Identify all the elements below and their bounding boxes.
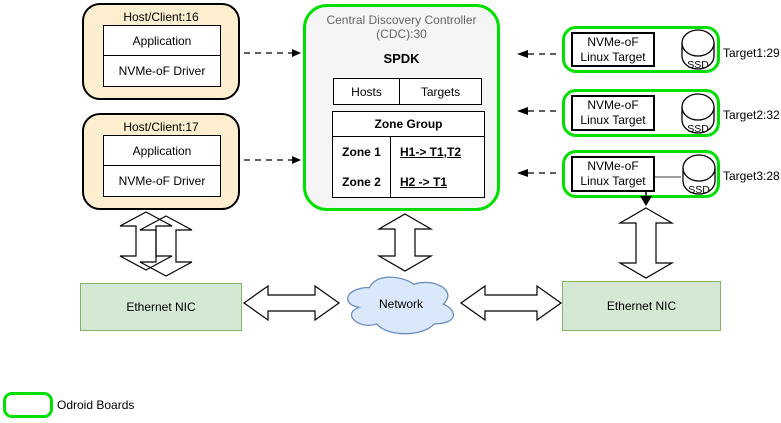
dashed-arrow-target3-to-cdc [517,169,556,177]
zone-1-mapping: H1-> T1,T2 [400,145,462,159]
ssd-disk-icon: SSD [682,154,716,196]
application-cell: Application [104,26,220,56]
target-label-line2: Linux Target [580,49,646,64]
zone-group-header: Zone Group [333,112,484,137]
target-label-line2: Linux Target [580,113,646,127]
nvme-of-driver-cell: NVMe-oF Driver [118,174,206,188]
host-client-17-box: Host/Client:17 Application NVMe-oF Drive… [82,113,240,210]
network-cloud: Network [347,276,454,335]
hosts-targets-table: Hosts Targets [333,78,482,105]
double-arrow-target-nic [617,207,675,279]
zone-mapping-column: H1-> T1,T2 H2 -> T1 [391,137,484,197]
target-label-line1: NVMe-oF [587,98,639,112]
target3-down-arrowhead [640,192,652,206]
double-arrow-leftnic-network [242,284,341,322]
ssd-disk-icon: SSD [681,29,715,71]
zone-group-body: Zone 1 Zone 2 H1-> T1,T2 H2 -> T1 [333,137,484,197]
legend-odroid-label: Odroid Boards [57,398,135,412]
nvme-to-ssd-connector [655,176,681,178]
zone-group-table: Zone Group Zone 1 Zone 2 H1-> T1,T2 H2 -… [332,111,485,198]
cdc-title: Central Discovery Controller (CDC):30 [306,13,497,41]
ethernet-nic-right: Ethernet NIC [562,281,721,331]
dashed-arrow-target2-to-cdc [517,107,556,115]
zone-name-column: Zone 1 Zone 2 [333,137,391,197]
ssd-label: SSD [687,59,709,71]
target-1-box: NVMe-oF Linux Target SSD [562,26,720,73]
target-1-external-label: Target1:29 [723,46,780,60]
target-label-line1: NVMe-oF [587,34,639,49]
dashed-arrow-host16-to-cdc [244,49,301,57]
target-2-external-label: Target2:32 [723,108,780,122]
target-3-nvme-box: NVMe-oF Linux Target [571,156,655,192]
application-cell: Application [104,136,220,166]
ssd-label: SSD [688,184,710,196]
cdc-box: Central Discovery Controller (CDC):30 SP… [303,4,500,211]
host-client-16-box: Host/Client:16 Application NVMe-oF Drive… [82,3,240,100]
double-arrow-network-rightnic [459,284,563,322]
ssd-label: SSD [687,123,709,135]
dashed-arrow-target1-to-cdc [517,50,556,58]
host-client-17-title: Host/Client:17 [123,120,199,134]
target-1-nvme-box: NVMe-oF Linux Target [571,32,655,67]
ssd-disk-icon: SSD [681,93,715,135]
target-2-nvme-box: NVMe-oF Linux Target [571,95,655,131]
hosts-column-header: Hosts [334,79,400,104]
cdc-title-line1: Central Discovery Controller [326,13,477,27]
targets-column-header: Targets [420,84,461,99]
nvme-of-driver-cell: NVMe-oF Driver [118,64,206,78]
host-client-17-stack: Application NVMe-oF Driver [103,135,221,197]
host-client-16-stack: Application NVMe-oF Driver [103,25,221,87]
zone-1-label: Zone 1 [342,145,381,159]
target-3-box: NVMe-oF Linux Target SSD [562,150,720,198]
target-label-line2: Linux Target [580,174,646,188]
cdc-title-line2: (CDC):30 [376,27,427,41]
legend-odroid-swatch [3,392,53,418]
double-arrow-cdc-network [376,213,434,272]
target-label-line1: NVMe-oF [587,159,639,173]
dashed-arrow-host17-to-cdc [244,156,301,164]
ethernet-nic-left: Ethernet NIC [80,283,242,331]
double-arrow-host17-nic [139,215,193,277]
double-arrow-host16-nic [119,211,173,271]
zone-2-label: Zone 2 [342,175,381,189]
target-2-box: NVMe-oF Linux Target SSD [562,89,720,137]
target-3-external-label: Target3:28 [723,169,780,183]
spdk-label: SPDK [383,51,420,66]
zone-2-mapping: H2 -> T1 [400,175,448,189]
host-client-16-title: Host/Client:16 [123,10,199,24]
network-label: Network [379,297,424,311]
